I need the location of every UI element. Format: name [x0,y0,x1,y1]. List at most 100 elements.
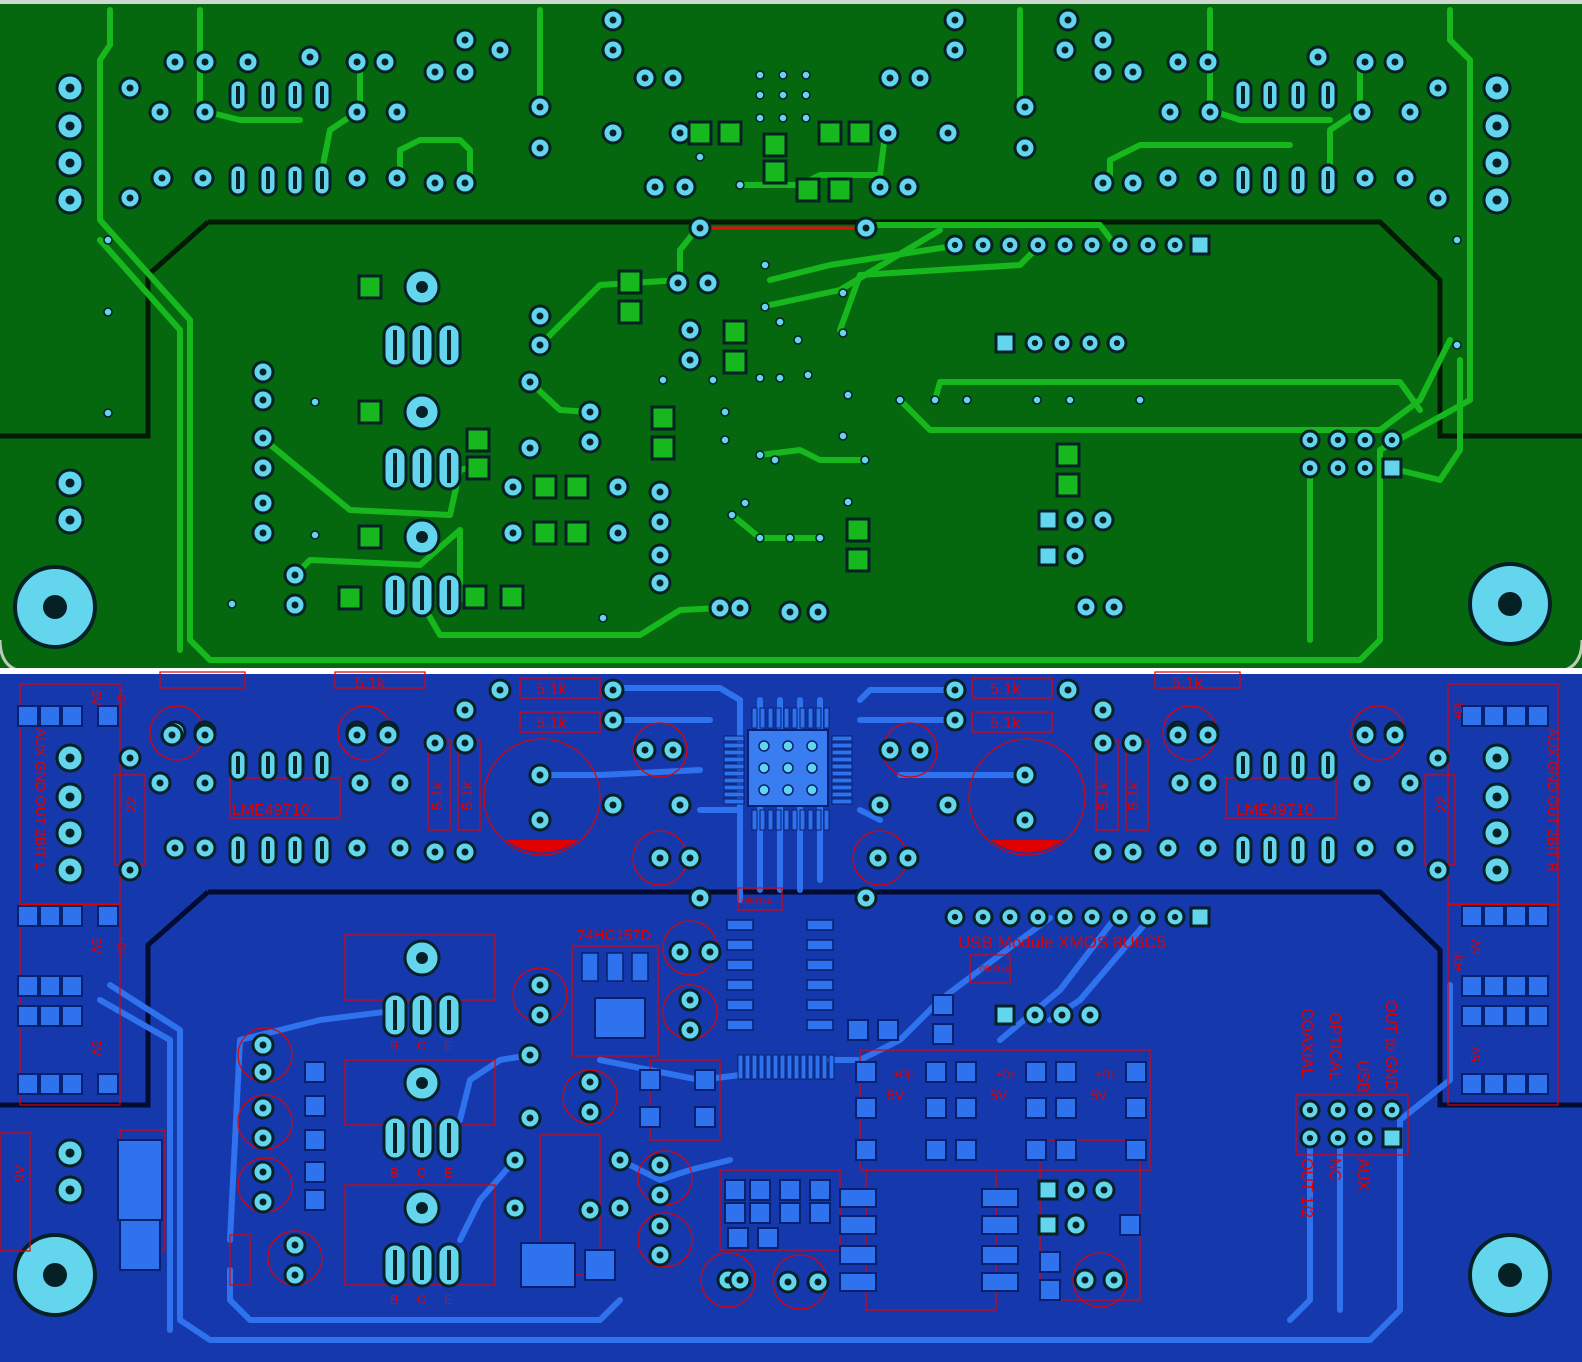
input-select-label: OPTICAL [1326,1012,1343,1081]
drill-hole [1110,603,1118,611]
drill-hole [904,183,912,191]
drill-hole [536,341,544,349]
smd-pad [839,1215,877,1235]
drill-hole [126,754,134,762]
resistor-label: 5.1k [1172,675,1203,692]
via [806,762,818,774]
drill-slot [320,841,324,859]
drill-hole [156,108,164,116]
drill-hole [586,438,594,446]
drill-hole [126,866,134,874]
via [758,762,770,774]
drill-slot [1268,841,1272,859]
resistor-label: 5.1k [1095,781,1112,810]
square-pad [650,405,676,431]
smd-pad [1055,1097,1077,1119]
drill-hole [291,1271,299,1279]
square-pad [1055,472,1081,498]
smd-pad [304,1129,326,1151]
drill-hole [353,731,361,739]
drill-hole [65,865,75,875]
smd-pad [932,1023,954,1045]
drill-hole [609,686,617,694]
qfn-pin [767,707,774,729]
transistor-pin-label: B [390,1165,399,1180]
qfn-pin [723,798,745,805]
drill-hole [1071,552,1079,560]
qfn-pin [759,809,766,831]
drill-hole [1171,913,1179,921]
ssop-pin [821,1054,828,1080]
ssop-pin [814,1054,821,1080]
drill-hole [259,396,267,404]
diode-label: +D|- [1453,699,1465,720]
drill-hole [1401,174,1409,182]
supply-label: 5V [89,938,104,954]
drill-hole [686,326,694,334]
smd-pad [694,1069,716,1091]
drill-hole [1492,158,1502,168]
drill-hole [201,731,209,739]
via [803,370,813,380]
smd-pad [1025,1139,1047,1161]
drill-hole [259,1041,267,1049]
drill-hole [616,1204,624,1212]
drill-hole [676,801,684,809]
drill-hole [1100,1186,1108,1194]
drill-slot [236,86,240,104]
drill-hole [916,74,924,82]
drill-slot [1326,86,1330,104]
drill-hole [656,518,664,526]
drill-hole [784,1278,792,1286]
smd-pad [17,975,39,997]
drill-slot [293,171,297,189]
drill-hole [353,844,361,852]
input-select-label: AUX [1354,1158,1371,1191]
drill-hole [1171,241,1179,249]
smd-pad [17,705,39,727]
input-select-label: OUT to GND [1382,1000,1399,1091]
smd-pad [981,1245,1019,1265]
sot-pin [631,952,649,982]
drill-slot [320,86,324,104]
drill-hole [1110,1276,1118,1284]
drill-hole [126,194,134,202]
qfn-pin [723,784,745,791]
square-pad [1381,457,1403,479]
qfn-pin [723,770,745,777]
usb-module-label: USB Module XMOS 8U6C5 [958,933,1166,952]
power-pad [584,1249,616,1281]
smd-pad [1505,975,1527,997]
drill-hole [259,1068,267,1076]
smd-pad [1527,705,1549,727]
square-pad [532,474,558,500]
soic-pin [806,1019,834,1031]
drill-hole [1306,464,1314,472]
component-outline [571,945,659,1057]
drill-hole [1081,1276,1089,1284]
via [1032,395,1042,405]
drill-hole [676,129,684,137]
via [782,762,794,774]
square-pad [687,120,713,146]
smd-pad [1125,1139,1147,1161]
supply-label: 5V [1468,1046,1483,1062]
drill-hole [862,894,870,902]
capacitor-outline [637,1212,693,1268]
via [1452,235,1462,245]
drill-hole [1144,241,1152,249]
smd-pad [39,705,61,727]
qfn-pin [831,770,853,777]
via [658,375,668,385]
smd-pad [39,1073,61,1095]
drill-hole [536,312,544,320]
drill-hole [156,779,164,787]
soic-pin [726,999,754,1011]
transistor-pin-label: E [444,1292,453,1307]
smd-pad [981,1272,1019,1292]
drill-hole [199,174,207,182]
smd-pad [724,1179,746,1201]
component-outline [969,954,1011,984]
drill-hole [1434,84,1442,92]
drill-hole [609,716,617,724]
